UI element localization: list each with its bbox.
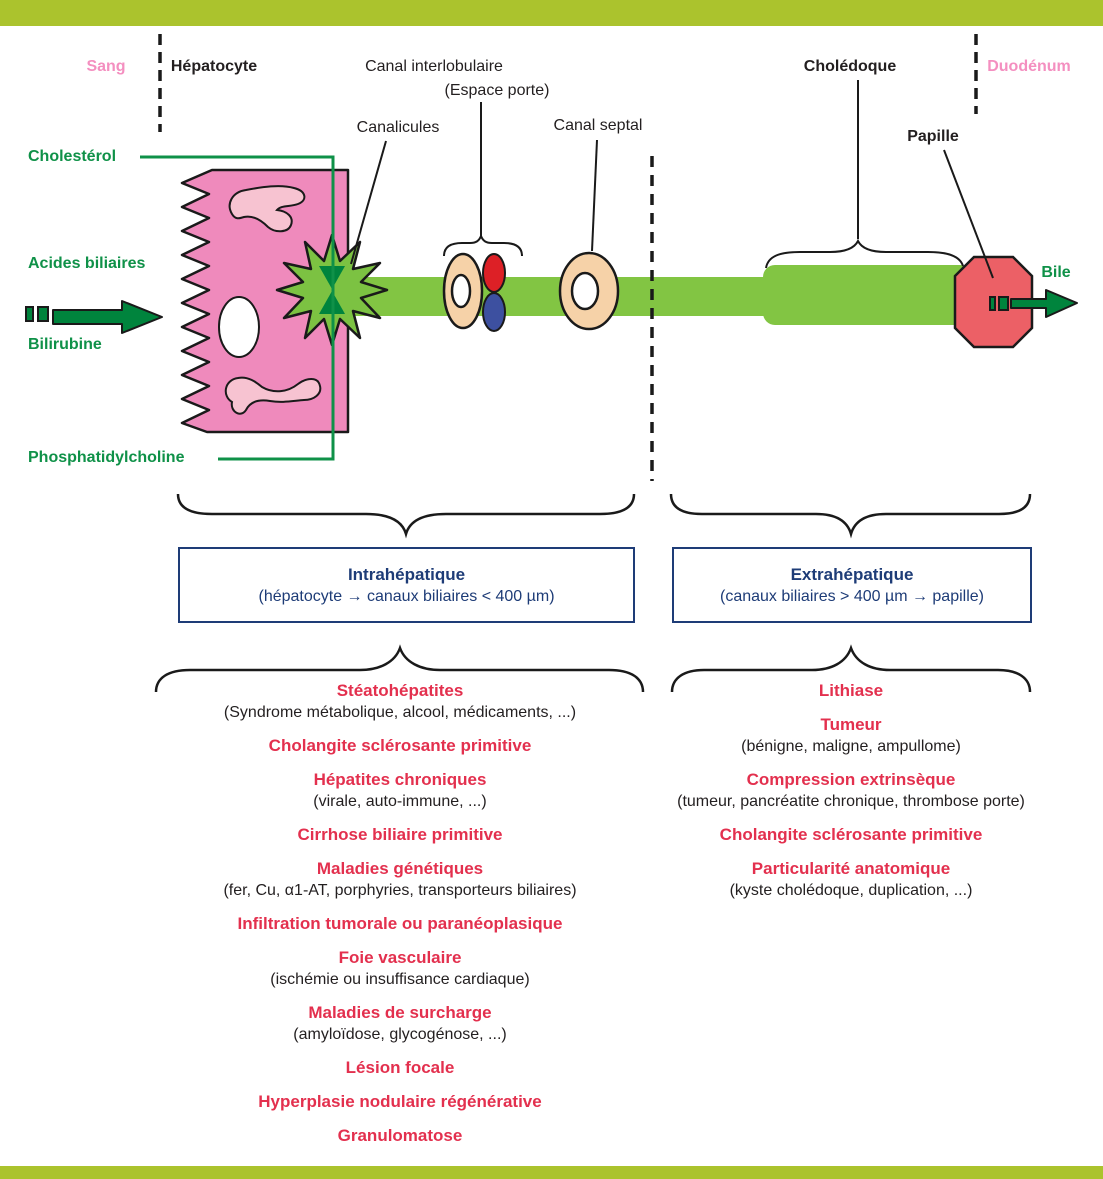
label-acides-biliaires: Acides biliaires (28, 255, 146, 272)
list-item: Stéatohépatites (Syndrome métabolique, a… (223, 681, 577, 721)
extrahepatic-box-title: Extrahépatique (790, 565, 914, 584)
interlobular-duct-lumen (450, 273, 472, 309)
extrahepatic-region-brace (669, 493, 1032, 539)
list-item: Maladies génétiques (fer, Cu, α1-AT, por… (223, 859, 577, 899)
label-bilirubine: Bilirubine (28, 336, 102, 353)
bile-arrow-dash2 (998, 296, 1009, 311)
intrahepatic-list-brace (154, 644, 645, 693)
portal-artery (482, 253, 506, 293)
label-papille: Papille (907, 128, 959, 145)
portal-vein (482, 292, 506, 332)
bottom-border-bar (0, 1166, 1103, 1179)
label-phosphatidylcholine: Phosphatidylcholine (28, 449, 185, 466)
list-item: Cholangite sclérosante primitive (268, 736, 532, 755)
list-item: Hyperplasie nodulaire régénérative (258, 1092, 542, 1111)
extrahepatic-box: Extrahépatique (canaux biliaires > 400 µ… (672, 547, 1032, 623)
bile-arrow-dash1 (989, 296, 996, 311)
label-duodenum: Duodénum (987, 58, 1071, 75)
intrahepatic-box-subtitle: (hépatocyte → canaux biliaires < 400 µm) (258, 588, 555, 605)
inflow-arrow-dash1 (25, 306, 34, 322)
list-item: Cholangite sclérosante primitive (719, 825, 983, 844)
choledoque-brace (765, 238, 964, 269)
label-bile: Bile (1041, 264, 1071, 281)
papille-pointer-line (943, 149, 994, 279)
list-item: Lésion focale (345, 1058, 455, 1077)
nucleus (218, 296, 260, 358)
inflow-arrow-dash2 (37, 306, 49, 322)
label-canalicules: Canalicules (356, 119, 440, 136)
label-hepatocyte: Hépatocyte (170, 58, 258, 75)
organelle-bottom (224, 376, 322, 415)
label-canal-septal: Canal septal (553, 117, 643, 134)
intrahepatic-disease-list: Stéatohépatites (Syndrome métabolique, a… (150, 680, 650, 1159)
label-espace-porte: (Espace porte) (444, 82, 550, 99)
list-item: Cirrhose biliaire primitive (297, 825, 503, 844)
list-item: Tumeur (bénigne, maligne, ampullome) (741, 715, 961, 755)
intrahepatic-region-brace (176, 493, 636, 539)
canalicules-pointer-line (350, 140, 387, 265)
list-item: Lithiase (818, 681, 884, 700)
top-border-bar (0, 0, 1103, 26)
intrahepatic-box: Intrahépatique (hépatocyte → canaux bili… (178, 547, 635, 623)
extrahepatic-list-brace (670, 644, 1032, 693)
espace-porte-brace (443, 233, 523, 257)
choledoque-duct-band (763, 265, 972, 325)
list-item: Particularité anatomique (kyste cholédoq… (729, 859, 973, 899)
secretion-bracket-line (140, 155, 335, 461)
hepatocyte-cell-shape (180, 168, 350, 434)
label-choledoque: Cholédoque (803, 58, 897, 75)
inflow-arrow (52, 300, 163, 334)
list-item: Infiltration tumorale ou paranéoplasique (237, 914, 563, 933)
canal-septal-pointer-line (591, 139, 598, 252)
list-item: Foie vasculaire (ischémie ou insuffisanc… (270, 948, 530, 988)
list-item: Maladies de surcharge (amyloïdose, glyco… (293, 1003, 507, 1043)
extrahepatic-disease-list: Lithiase Tumeur (bénigne, maligne, ampul… (651, 680, 1051, 913)
intrahepatic-box-title: Intrahépatique (347, 565, 466, 584)
list-item: Compression extrinsèque (tumeur, pancréa… (677, 770, 1025, 810)
label-cholesterol: Cholestérol (28, 148, 117, 165)
organelle-top (228, 185, 306, 233)
label-sang: Sang (86, 58, 126, 75)
extrahepatic-box-subtitle: (canaux biliaires > 400 µm → papille) (719, 588, 984, 605)
septal-duct-lumen (570, 271, 600, 311)
bile-arrow (1010, 289, 1078, 318)
list-item: Granulomatose (337, 1126, 463, 1145)
list-item: Hépatites chroniques (virale, auto-immun… (313, 770, 487, 810)
label-canal-interlobulaire: Canal interlobulaire (365, 58, 503, 75)
